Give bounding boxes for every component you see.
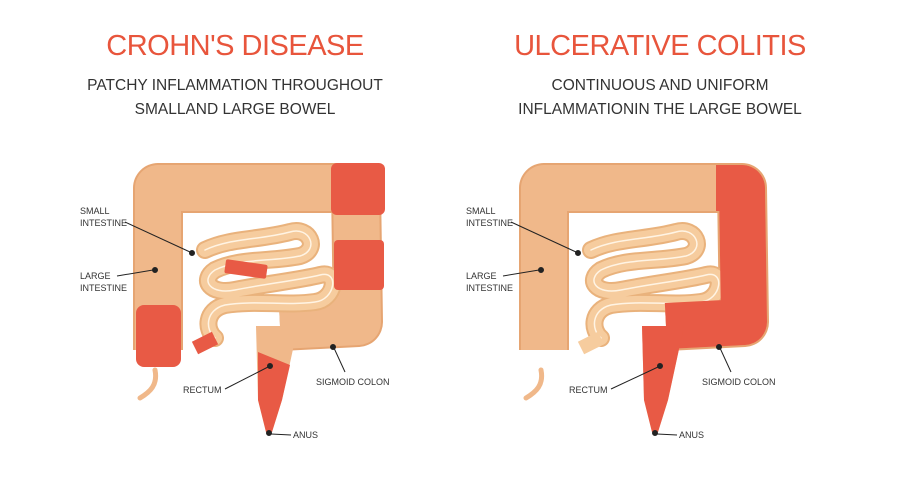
inflamed-hepatic-flexure [331, 163, 385, 215]
uc-title: ULCERATIVE COLITIS [514, 30, 806, 62]
inflamed-small-patch [224, 259, 268, 279]
inflamed-rectum [642, 326, 684, 432]
label-rectum: RECTUM [569, 385, 608, 395]
label-anus: ANUS [293, 430, 318, 440]
label-large-intestine: LARGE [80, 271, 111, 281]
label-small-intestine-2: INTESTINE [80, 218, 127, 228]
label-sigmoid-colon: SIGMOID COLON [316, 377, 390, 387]
inflamed-rectum [258, 352, 290, 432]
label-large-intestine-2: INTESTINE [466, 283, 513, 293]
label-small-intestine-2: INTESTINE [466, 218, 513, 228]
label-sigmoid-colon: SIGMOID COLON [702, 377, 776, 387]
crohns-diagram: SMALL INTESTINE LARGE INTESTINE RECTUM S… [80, 163, 390, 440]
crohns-subtitle-line1: PATCHY INFLAMMATION THROUGHOUT [87, 77, 383, 94]
label-anus: ANUS [679, 430, 704, 440]
appendix [137, 367, 159, 401]
uc-subtitle-line2: INFLAMMATIONIN THE LARGE BOWEL [518, 101, 802, 118]
label-rectum: RECTUM [183, 385, 222, 395]
label-small-intestine: SMALL [80, 206, 110, 216]
inflamed-descending [334, 240, 384, 290]
appendix [523, 367, 545, 401]
uc-subtitle: CONTINUOUS AND UNIFORM INFLAMMATIONIN TH… [470, 74, 850, 122]
crohns-subtitle-line2: SMALLAND LARGE BOWEL [134, 101, 336, 118]
label-large-intestine: LARGE [466, 271, 497, 281]
uc-subtitle-line1: CONTINUOUS AND UNIFORM [551, 77, 769, 94]
label-small-intestine: SMALL [466, 206, 496, 216]
label-large-intestine-2: INTESTINE [80, 283, 127, 293]
inflamed-colon [664, 165, 767, 349]
uc-diagram: SMALL INTESTINE LARGE INTESTINE RECTUM S… [466, 188, 776, 440]
inflamed-cecum [136, 305, 181, 367]
crohns-subtitle: PATCHY INFLAMMATION THROUGHOUT SMALLAND … [60, 74, 410, 122]
crohns-title: CROHN'S DISEASE [106, 30, 364, 62]
